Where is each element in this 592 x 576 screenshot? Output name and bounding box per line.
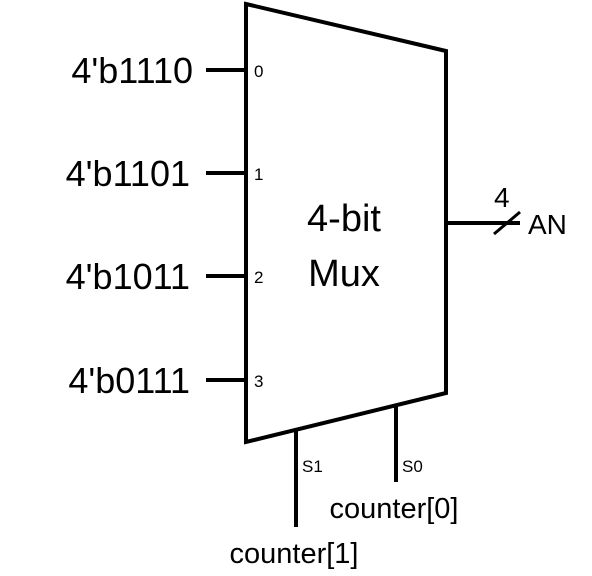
mux-title-line1: 4-bit	[307, 198, 381, 240]
select-s1: S1 counter[1]	[230, 431, 359, 570]
input-2-value: 4'b1011	[66, 256, 190, 297]
output: 4 AN	[446, 182, 567, 240]
select-s0-signal: counter[0]	[330, 493, 459, 525]
select-s0-port: S0	[402, 457, 423, 476]
input-3-port: 3	[254, 372, 263, 391]
input-2-port: 2	[254, 268, 263, 287]
bus-width-slash	[493, 210, 521, 236]
input-1-value: 4'b1101	[66, 153, 190, 194]
select-s1-port: S1	[302, 457, 323, 476]
mux-body	[244, 1, 448, 445]
output-width: 4	[494, 182, 510, 213]
input-0: 4'b1110 0	[71, 50, 263, 91]
input-0-value: 4'b1110	[71, 50, 193, 91]
input-1-port: 1	[254, 165, 263, 184]
input-0-port: 0	[254, 62, 263, 81]
select-s1-signal: counter[1]	[230, 538, 359, 570]
input-1: 4'b1101 1	[66, 153, 264, 194]
input-3-value: 4'b0111	[68, 360, 190, 401]
input-3: 4'b0111 3	[68, 360, 263, 401]
select-s0: S0 counter[0]	[330, 407, 459, 525]
input-2: 4'b1011 2	[66, 256, 264, 297]
mux-title-line2: Mux	[308, 253, 380, 295]
output-name: AN	[528, 209, 567, 240]
